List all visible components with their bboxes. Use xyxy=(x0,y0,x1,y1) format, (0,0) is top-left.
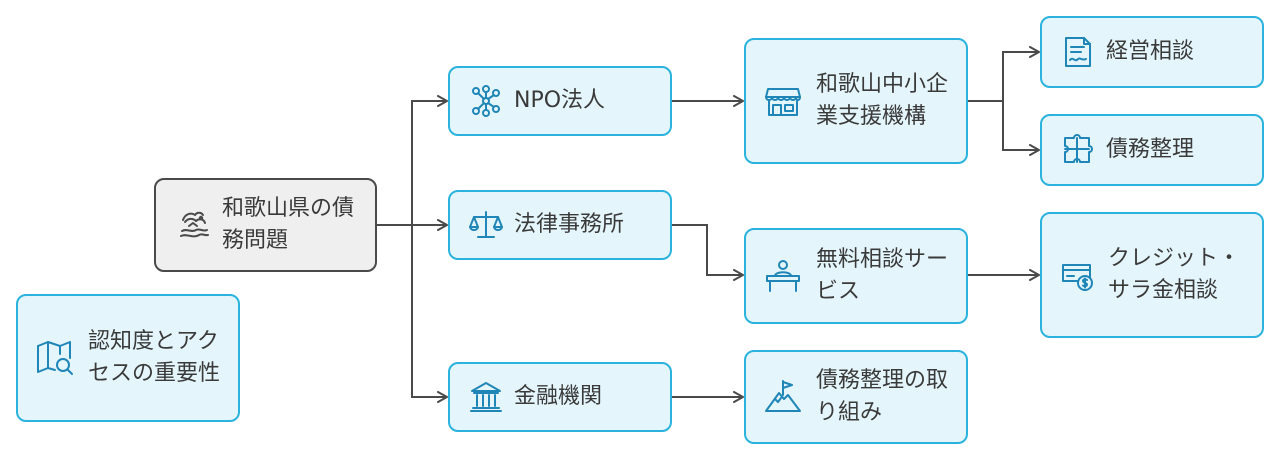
bank-icon xyxy=(466,379,506,415)
node-finance-label: 金融機関 xyxy=(514,384,603,409)
node-finance[interactable]: 金融機関 xyxy=(448,362,672,432)
node-muryo-label: 無料相談サービス xyxy=(816,247,949,304)
node-root-label: 和歌山県の債務問題 xyxy=(222,196,355,253)
node-saimu-label: 債務整理 xyxy=(1106,137,1195,162)
card-dollar-icon xyxy=(1058,257,1098,293)
node-ninchi[interactable]: 認知度とアクセスの重要性 xyxy=(16,294,240,422)
node-torikumi[interactable]: 債務整理の取り組み xyxy=(744,350,968,444)
node-wakayama-label: 和歌山中小企業支援機構 xyxy=(816,72,949,129)
edge-law-muryo xyxy=(672,224,744,281)
node-muryo[interactable]: 無料相談サービス xyxy=(744,228,968,324)
node-root[interactable]: 和歌山県の債務問題 xyxy=(154,178,377,272)
reception-desk-icon xyxy=(760,256,806,296)
node-keiei-label: 経営相談 xyxy=(1106,39,1195,64)
node-ninchi-label: 認知度とアクセスの重要性 xyxy=(88,329,221,386)
node-npo-label: NPO法人 xyxy=(514,88,606,113)
node-credit[interactable]: クレジット・サラ金相談 xyxy=(1040,212,1264,338)
edge-root-finance xyxy=(377,224,448,403)
node-npo[interactable]: NPO法人 xyxy=(448,66,672,136)
node-law-label: 法律事務所 xyxy=(514,212,625,237)
edge-wakayama-keiei xyxy=(968,46,1040,102)
node-wakayama[interactable]: 和歌山中小企業支援機構 xyxy=(744,38,968,164)
scales-icon xyxy=(466,207,506,243)
dragon-icon xyxy=(172,206,216,244)
network-icon xyxy=(466,83,506,119)
node-keiei[interactable]: 経営相談 xyxy=(1040,16,1264,88)
puzzle-icon xyxy=(1058,132,1098,168)
mountain-flag-icon xyxy=(760,377,806,417)
edge-root-npo xyxy=(377,95,448,226)
storefront-icon xyxy=(760,81,806,121)
node-law[interactable]: 法律事務所 xyxy=(448,190,672,260)
contract-icon xyxy=(1058,34,1098,70)
node-torikumi-label: 債務整理の取り組み xyxy=(816,368,949,425)
map-search-icon xyxy=(32,338,78,378)
node-credit-label: クレジット・サラ金相談 xyxy=(1108,246,1241,303)
edge-wakayama-saimu xyxy=(968,100,1040,156)
node-saimu[interactable]: 債務整理 xyxy=(1040,114,1264,186)
